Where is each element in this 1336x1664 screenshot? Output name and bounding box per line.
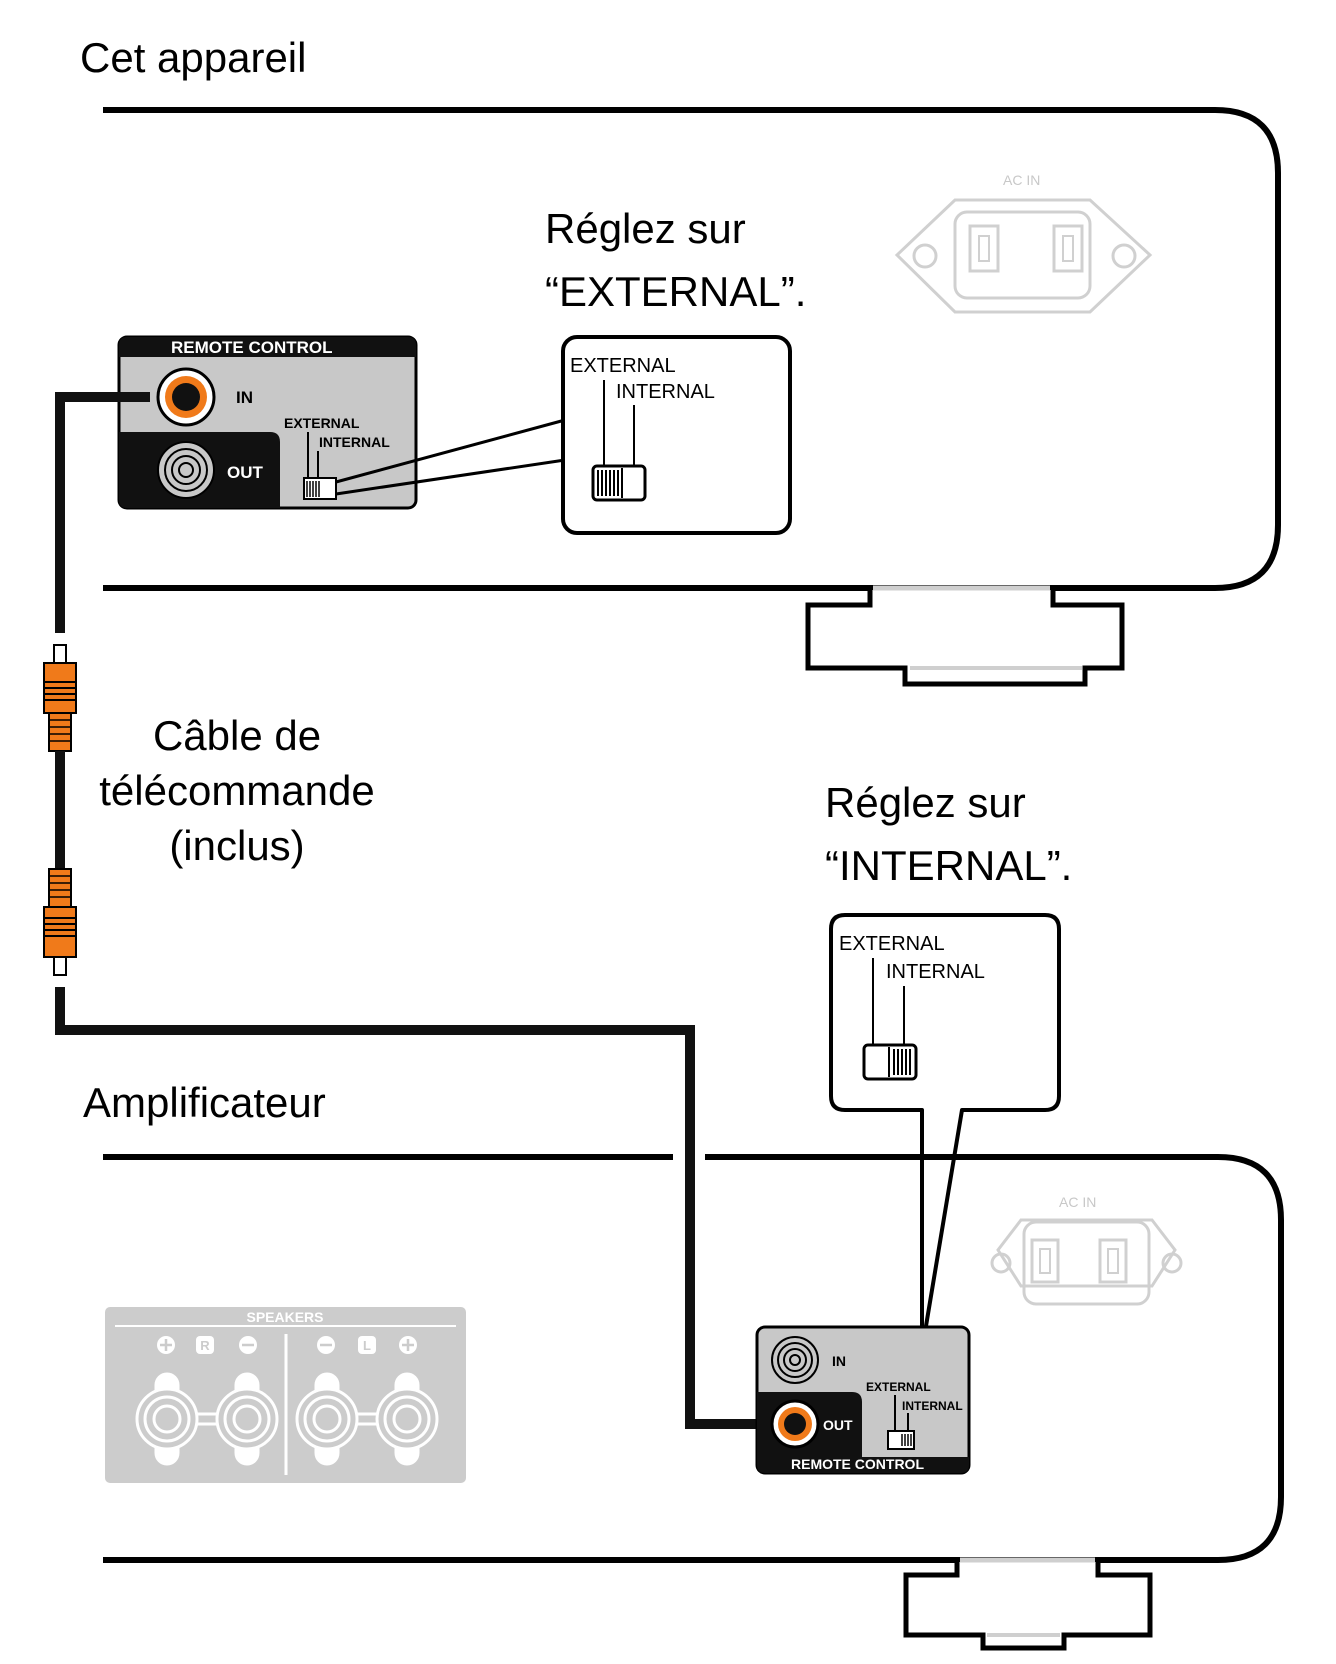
bottom-switch-zoom: EXTERNAL INTERNAL xyxy=(829,913,1061,1352)
top-ac-in-label: AC IN xyxy=(1003,172,1040,188)
top-switch-zoom: EXTERNAL INTERNAL xyxy=(561,335,792,535)
bottom-device-foot xyxy=(903,1557,1153,1651)
top-remote-title: REMOTE CONTROL xyxy=(171,338,333,357)
top-in-label: IN xyxy=(236,388,253,407)
top-out-label: OUT xyxy=(227,463,264,482)
top-instruction-line1: Réglez sur xyxy=(545,205,746,252)
top-zoom-internal: INTERNAL xyxy=(616,381,715,403)
bottom-in-label: IN xyxy=(832,1353,846,1369)
speakers-right-label: R xyxy=(200,1338,210,1353)
bottom-mini-switch xyxy=(887,1430,915,1450)
top-device-label: Cet appareil xyxy=(80,34,306,81)
top-device-outline xyxy=(103,107,1281,591)
top-switch-internal: INTERNAL xyxy=(319,434,390,450)
top-zoom-external: EXTERNAL xyxy=(570,355,676,377)
top-remote-panel: REMOTE CONTROL IN OUT EXTERNAL INTERNAL xyxy=(117,335,418,510)
remote-cable xyxy=(43,392,784,1429)
top-out-jack xyxy=(157,441,215,499)
bottom-device-label: Amplificateur xyxy=(83,1079,326,1126)
bottom-remote-title: REMOTE CONTROL xyxy=(791,1456,924,1472)
speakers-left-label: L xyxy=(363,1338,371,1353)
speaker-terminals xyxy=(135,1372,439,1466)
top-ac-in-socket: AC IN xyxy=(894,172,1153,314)
speakers-title: SPEAKERS xyxy=(246,1309,323,1325)
speakers-panel: SPEAKERS R L xyxy=(105,1307,466,1483)
cable-label-line2: télécommande xyxy=(99,767,374,814)
bottom-instruction-line1: Réglez sur xyxy=(825,779,1026,826)
bottom-out-label: OUT xyxy=(823,1417,853,1433)
bottom-zoom-external: EXTERNAL xyxy=(839,933,945,955)
bottom-ac-in-label: AC IN xyxy=(1059,1194,1096,1210)
top-device-foot xyxy=(805,585,1125,687)
cable-label-line1: Câble de xyxy=(153,712,321,759)
bottom-instruction-line2: “INTERNAL”. xyxy=(825,842,1072,889)
cable-plug-top xyxy=(43,644,77,752)
bottom-switch-internal: INTERNAL xyxy=(902,1399,963,1413)
cable-plug-bottom xyxy=(43,868,77,976)
cable-label-line3: (inclus) xyxy=(169,822,304,869)
bottom-ac-in-socket: AC IN xyxy=(990,1194,1183,1306)
top-switch-external: EXTERNAL xyxy=(284,415,360,431)
top-mini-switch xyxy=(303,477,337,500)
bottom-device-outline xyxy=(103,1154,1284,1563)
bottom-remote-panel: REMOTE CONTROL IN OUT EXTERNAL INTERNAL xyxy=(755,1325,971,1475)
bottom-zoom-internal: INTERNAL xyxy=(886,961,985,983)
bottom-switch-external: EXTERNAL xyxy=(866,1380,931,1394)
top-instruction-line2: “EXTERNAL”. xyxy=(545,268,806,315)
